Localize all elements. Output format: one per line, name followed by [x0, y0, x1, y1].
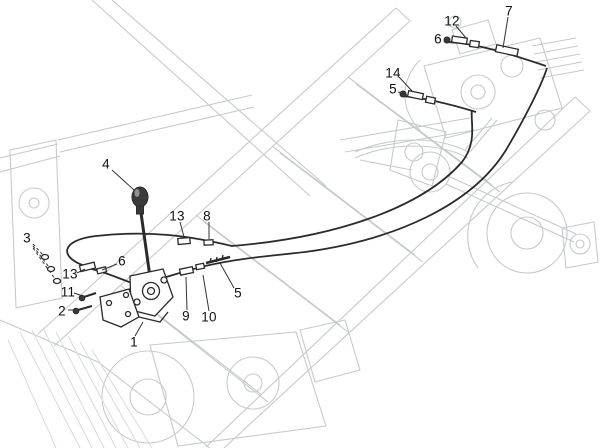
callout-label-14: 14 — [385, 65, 401, 81]
lever-base-plate — [99, 288, 140, 328]
callout-label-1: 1 — [130, 334, 138, 350]
callout-label-3: 3 — [23, 230, 31, 246]
callout-label-13-upper: 13 — [169, 208, 185, 224]
callout-label-8: 8 — [203, 208, 211, 224]
callout-label-11: 11 — [60, 284, 76, 300]
gear-lever-assembly — [99, 186, 174, 328]
callout-label-7: 7 — [505, 3, 513, 19]
callout-label-13-left: 13 — [62, 266, 78, 282]
callout-label-6-right: 6 — [434, 31, 442, 47]
callout-label-2: 2 — [58, 303, 66, 319]
gearshift-cables — [66, 41, 548, 286]
floor-hatching — [7, 329, 153, 448]
callout-label-9: 9 — [182, 308, 190, 324]
callout-leader-lines — [32, 16, 509, 337]
callout-label-5-center: 5 — [234, 285, 242, 301]
callout-label-5-right: 5 — [389, 81, 397, 97]
gear-knob — [131, 186, 149, 208]
callout-label-10: 10 — [201, 309, 217, 325]
callout-label-4: 4 — [102, 156, 110, 172]
cable-fittings — [40, 35, 520, 315]
callout-label-6-left: 6 — [118, 253, 126, 269]
callout-label-12: 12 — [444, 13, 460, 29]
engine-drawing — [389, 15, 585, 187]
